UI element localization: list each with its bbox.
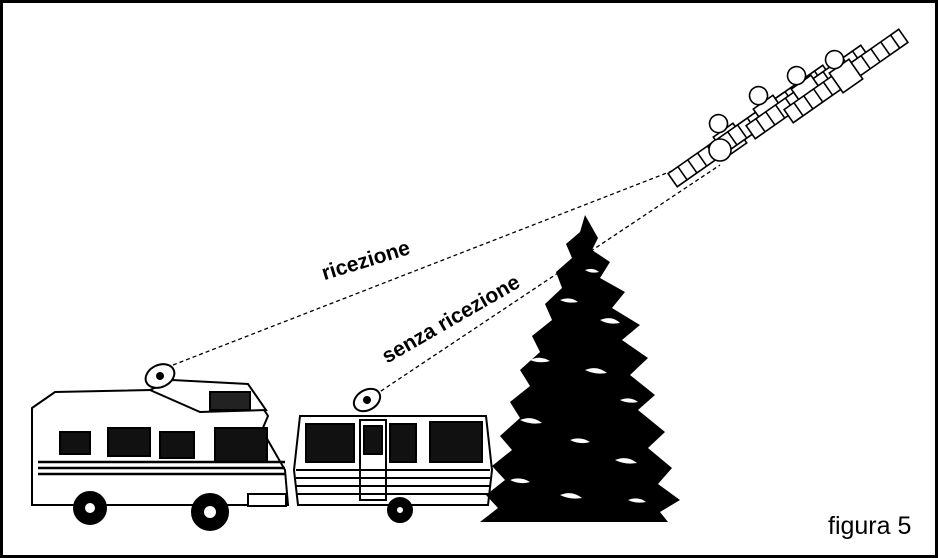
reception-signal-line bbox=[172, 154, 714, 366]
caravan-icon bbox=[292, 387, 494, 523]
motorhome-icon bbox=[31, 363, 290, 531]
figure-caption: figura 5 bbox=[828, 512, 912, 540]
blocked-signal-line bbox=[374, 164, 721, 396]
satellite-icon bbox=[666, 28, 910, 188]
fir-tree-icon bbox=[480, 215, 680, 522]
satellite-dish-icon bbox=[144, 363, 176, 389]
